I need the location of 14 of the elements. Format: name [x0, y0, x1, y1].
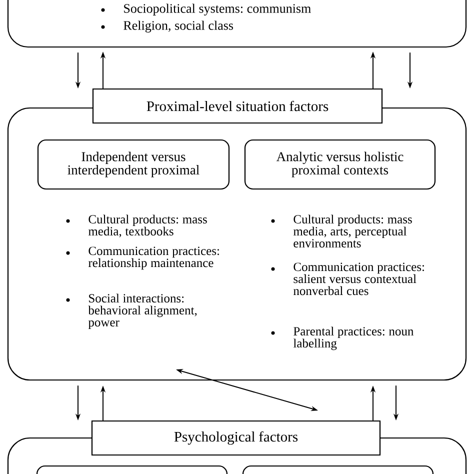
bullet-item: Cultural products: mass media, textbooks — [66, 214, 207, 238]
bullet-item: Communication practices: relationship maintenance — [66, 246, 219, 270]
bullet-item: Sociopolitical systems: communism — [101, 4, 311, 16]
bullet-item: Parental practices: noun labelling — [271, 326, 414, 350]
bullet-item: Communication practices: salient versus contextual nonverbal cues — [271, 262, 424, 296]
heading-box: Proximal-level situation factors — [92, 88, 383, 124]
bullet-item: Cultural products: mass media, arts, perceptual environments — [271, 214, 412, 248]
category-box — [36, 465, 228, 474]
category-box: Analytic versus holistic proximal contexts — [244, 139, 436, 190]
heading-box: Psychological factors — [91, 420, 381, 456]
bullet-item: Social interactions: behavioral alignment, power — [66, 294, 197, 330]
category-box: Independent versus interdependent proximal — [37, 139, 230, 190]
category-box — [242, 465, 434, 474]
bullet-item: Religion, social class — [101, 20, 234, 33]
